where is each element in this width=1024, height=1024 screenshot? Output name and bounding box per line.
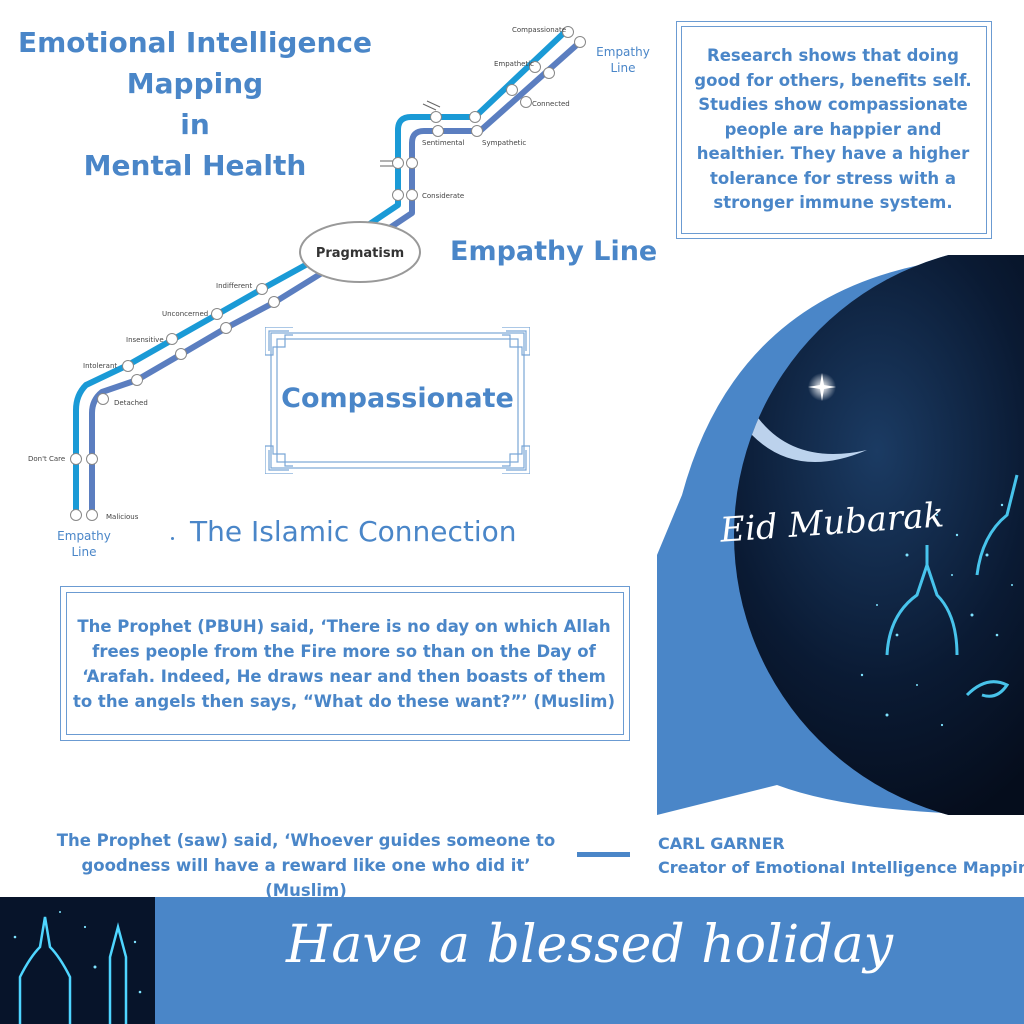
- compassionate-frame: [265, 327, 530, 474]
- page-title: Emotional Intelligence Mapping in Mental…: [0, 22, 390, 186]
- islamic-connection-heading: The Islamic Connection: [190, 515, 517, 548]
- station-connected-b: [520, 96, 532, 108]
- station-insensitive-b: [175, 348, 187, 360]
- station-unconcerned-b: [220, 322, 232, 334]
- station-connected-a: [506, 84, 518, 96]
- label-malicious: Malicious: [106, 513, 139, 521]
- station-compassionate-a: [562, 26, 574, 38]
- research-text: Research shows that doing good for other…: [694, 46, 972, 212]
- title-line-1: Emotional Intelligence: [17, 26, 372, 59]
- footer-mosque-image: [0, 897, 155, 1024]
- station-sympathetic-a: [469, 111, 481, 123]
- title-line-3: in: [180, 108, 210, 141]
- label-considerate: Considerate: [422, 192, 464, 200]
- station-malicious-a: [70, 509, 82, 521]
- label-intolerant: Intolerant: [83, 362, 117, 370]
- hadith-box: [60, 586, 630, 741]
- end-label-line-1: Empathy: [596, 45, 650, 59]
- label-dont-care: Don't Care: [28, 455, 65, 463]
- start-label-line-2: Line: [71, 545, 96, 559]
- author-name: CARL GARNER: [658, 834, 785, 853]
- bullet-dot: [171, 537, 174, 540]
- empathy-line-map: Pragmatism Don't Care Malicious Intolera…: [28, 26, 650, 559]
- author-role: Creator of Emotional Intelligence Mappin…: [658, 858, 1024, 877]
- label-indifferent: Indifferent: [216, 282, 252, 290]
- end-label-line-2: Line: [610, 61, 635, 75]
- start-label-line-1: Empathy: [57, 529, 111, 543]
- hadith-quote-2: The Prophet (saw) said, ‘Whoever guides …: [56, 831, 556, 900]
- station-sentimental-b: [432, 125, 444, 137]
- station-unconcerned: [211, 308, 223, 320]
- station-indifferent: [256, 283, 268, 295]
- station-sympathetic-b: [471, 125, 483, 137]
- separator-dash: [577, 852, 630, 857]
- label-insensitive: Insensitive: [126, 336, 164, 344]
- title-line-2: Mapping: [126, 67, 264, 100]
- label-detached: Detached: [114, 399, 148, 407]
- hadith-text: The Prophet (PBUH) said, ‘There is no da…: [72, 617, 616, 711]
- label-compassionate: Compassionate: [512, 26, 566, 34]
- station-considerate-a: [392, 189, 404, 201]
- station-insensitive: [166, 333, 178, 345]
- station-considerate-b: [406, 189, 418, 201]
- crescent-moon: [740, 390, 867, 462]
- empathy-line-heading: Empathy Line: [450, 236, 658, 267]
- title-line-4: Mental Health: [83, 149, 307, 182]
- station-junction-b: [406, 157, 418, 169]
- label-connected: Connected: [532, 100, 570, 108]
- station-compassionate-b: [574, 36, 586, 48]
- station-dont-care-b: [86, 453, 98, 465]
- station-sentimental-a: [430, 111, 442, 123]
- label-sympathetic: Sympathetic: [482, 139, 526, 147]
- station-indifferent-b: [268, 296, 280, 308]
- footer-banner: [0, 897, 1024, 1024]
- research-box: [676, 21, 992, 239]
- compassionate-label: Compassionate: [281, 383, 514, 414]
- pragmatism-hub: [299, 221, 421, 283]
- pragmatism-label: Pragmatism: [316, 246, 404, 261]
- label-sentimental: Sentimental: [422, 139, 464, 147]
- label-empathetic: Empathetic: [494, 60, 534, 68]
- station-detached-b: [131, 374, 143, 386]
- station-intolerant: [122, 360, 134, 372]
- station-detached-a: [97, 393, 109, 405]
- eid-artwork: [657, 255, 1024, 815]
- station-dont-care-a: [70, 453, 82, 465]
- label-unconcerned: Unconcerned: [162, 310, 208, 318]
- station-junction-a: [392, 157, 404, 169]
- station-empathetic-b: [543, 67, 555, 79]
- footer-greeting: Have a blessed holiday: [286, 915, 893, 975]
- station-malicious-b: [86, 509, 98, 521]
- station-empathetic-a: [529, 61, 541, 73]
